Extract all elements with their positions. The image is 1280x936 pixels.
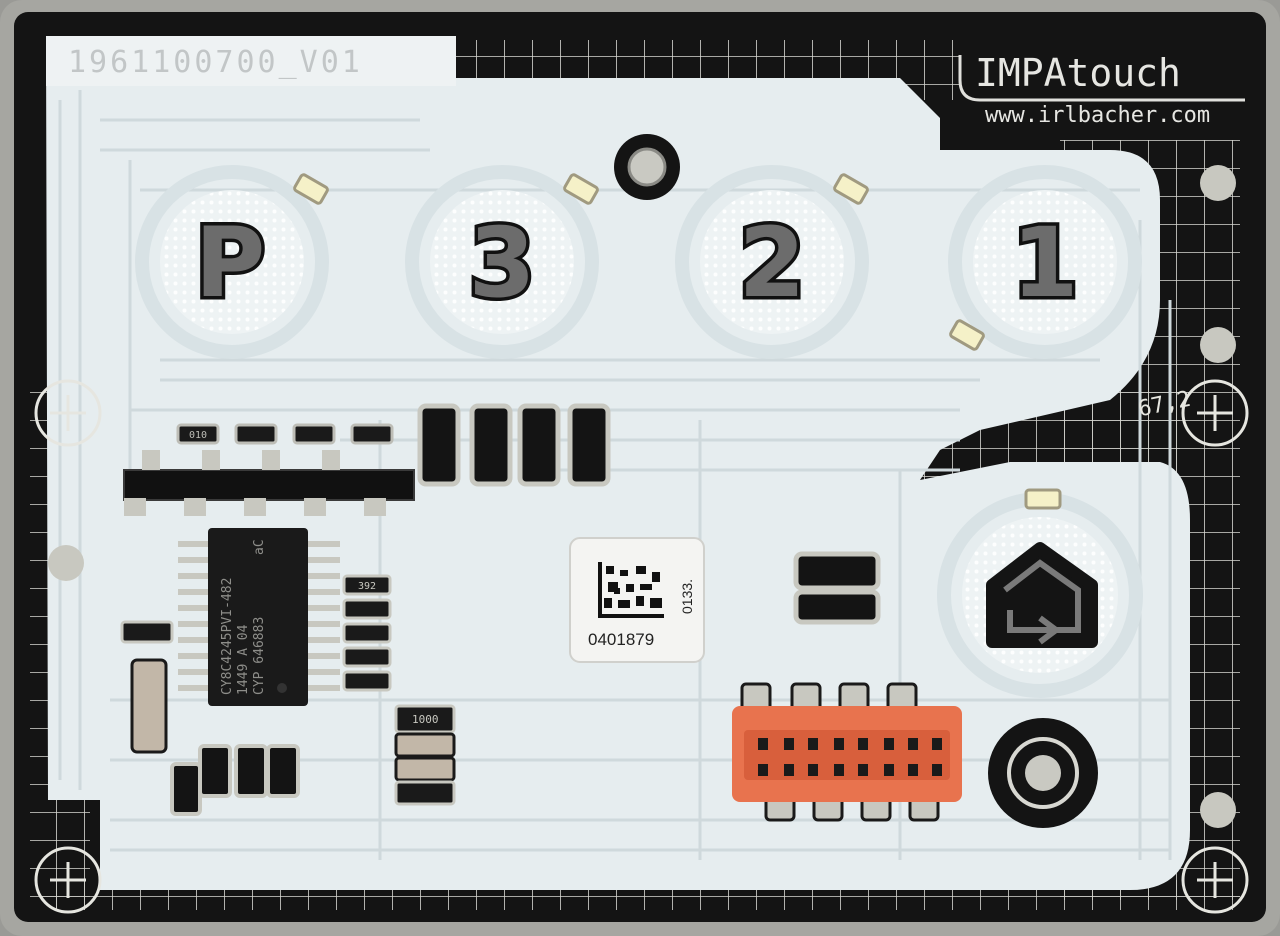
key-label-2: 2 <box>739 207 806 319</box>
touch-key-3: 3 <box>405 165 599 359</box>
touch-key-2: 2 <box>675 165 869 359</box>
home-return-icon <box>986 542 1098 648</box>
key-label-3: 3 <box>469 207 536 319</box>
datamatrix-code <box>598 562 664 618</box>
brand-name: IMPAtouch <box>975 51 1181 95</box>
smd-capacitors <box>120 403 881 816</box>
resistor-marking: 1000 <box>412 713 439 726</box>
chip-marking-1: CY8C4245PVI-482 <box>220 578 235 695</box>
key-label-p: P <box>195 207 265 319</box>
mounting-screw <box>614 134 680 200</box>
ribbon-connector <box>732 682 962 822</box>
part-number: 1961100700_V01 <box>68 45 363 80</box>
smd-resistor-stack: 1000 <box>394 704 456 806</box>
brand-url: www.irlbacher.com <box>985 103 1210 128</box>
sticker-side-code: 0133. <box>679 579 695 614</box>
chip-marking-4: aC <box>252 539 267 555</box>
mounting-screw <box>988 718 1098 828</box>
touch-key-home <box>937 492 1143 698</box>
touch-overlay <box>46 36 1190 890</box>
board-edge-pads <box>48 165 1236 828</box>
chip-marking-2: 1449 A 04 <box>236 624 251 695</box>
microcontroller-chip: CY8C4245PVI-482 1449 A 04 CYP 646883 aC … <box>178 528 392 706</box>
resistor-marking: 392 <box>358 581 376 592</box>
transistor-row <box>123 450 415 516</box>
touch-key-p: P <box>135 165 329 359</box>
chip-marking-3: CYP 646883 <box>252 617 267 695</box>
touch-key-1: 1 <box>948 165 1142 359</box>
brand-logo: IMPAtouch www.irlbacher.com <box>958 51 1245 128</box>
fiducial-marks <box>34 379 1249 914</box>
serial-sticker: 0401879 0133. <box>569 537 705 663</box>
resistor-marking: 010 <box>189 430 207 441</box>
smd-resistor-row: 010 <box>176 423 394 445</box>
led <box>293 173 1062 510</box>
serial-number: 0401879 <box>588 630 654 649</box>
key-label-1: 1 <box>1012 207 1079 319</box>
